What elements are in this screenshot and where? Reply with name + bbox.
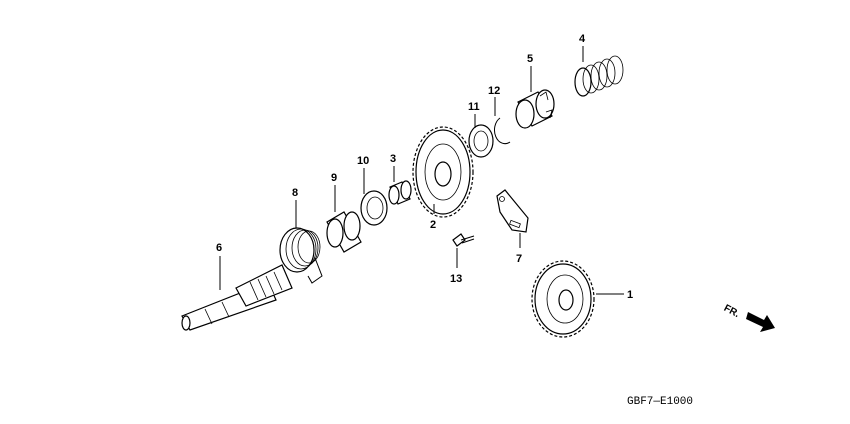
part-2-kick-starter-drive-gear (412, 126, 474, 218)
diagram-code: GBF7—E1000 (627, 396, 693, 408)
part-10-washer (360, 190, 388, 226)
callout-1: 1 (627, 289, 633, 301)
callout-13: 13 (450, 273, 462, 285)
callout-5: 5 (527, 53, 533, 65)
part-1-kick-starter-driven-gear (531, 260, 595, 338)
part-3-bushing (388, 180, 412, 205)
callout-11: 11 (468, 101, 480, 113)
part-12-circlip (494, 117, 511, 145)
part-7-ratchet-guide-plate (496, 189, 529, 233)
part-13-bolt (452, 233, 475, 247)
part-8-kick-spring (279, 227, 323, 284)
callout-6: 6 (216, 242, 222, 254)
callout-9: 9 (331, 172, 337, 184)
callout-2: 2 (430, 219, 436, 231)
part-5-kick-starter-ratchet (515, 89, 555, 129)
part-4-ratchet-spring (574, 55, 624, 97)
part-6-kick-starter-spindle (181, 264, 293, 331)
part-9-collar (326, 211, 362, 253)
part-11-washer (468, 124, 494, 158)
direction-label: FR. (722, 303, 742, 320)
callout-12: 12 (488, 85, 500, 97)
front-direction-arrow-icon: FR. (722, 303, 775, 332)
callout-3: 3 (390, 153, 396, 165)
callout-4: 4 (579, 33, 586, 45)
callout-10: 10 (357, 155, 369, 167)
callout-8: 8 (292, 187, 298, 199)
callout-7: 7 (516, 253, 522, 265)
